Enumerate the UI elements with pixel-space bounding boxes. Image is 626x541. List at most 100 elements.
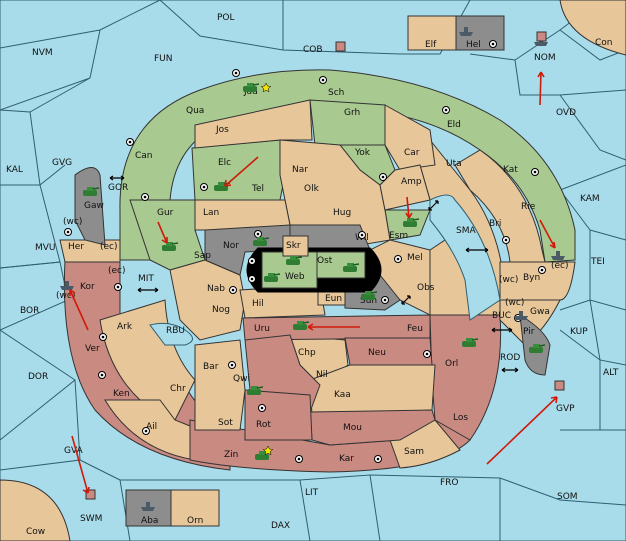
- label-gva: GVA: [64, 446, 84, 456]
- label-kat: Kat: [503, 165, 518, 175]
- region-orl-los: [429, 314, 502, 441]
- sc-byn: [538, 266, 546, 274]
- label-con: Con: [595, 38, 613, 48]
- region-web[interactable]: [261, 251, 318, 289]
- label-orn: Orn: [187, 516, 203, 526]
- label-yok: Yok: [354, 148, 371, 158]
- label-kal: KAL: [6, 165, 23, 175]
- label-tei: TEI: [590, 257, 605, 267]
- tank-icon: [243, 83, 260, 92]
- sc-jad: [232, 69, 240, 77]
- tank-icon: [162, 242, 179, 251]
- coast-gaw-wc: (wc): [63, 217, 82, 227]
- label-can: Can: [135, 151, 153, 161]
- sc-kor: [114, 283, 122, 291]
- region-jos[interactable]: [194, 99, 313, 149]
- label-gur: Gur: [157, 208, 174, 218]
- move-arrow: [539, 219, 556, 249]
- link-arrows: [109, 175, 519, 373]
- label-hug: Hug: [333, 208, 351, 218]
- label-feu: Feu: [407, 324, 423, 334]
- label-kar: Kar: [339, 454, 354, 464]
- double-arrow-icon: [137, 287, 159, 293]
- label-dax: DAX: [271, 521, 290, 531]
- label-obs: Obs: [417, 283, 435, 293]
- coast-kor-wc: (wc): [56, 291, 75, 301]
- label-nor: Nor: [223, 241, 239, 251]
- label-qua: Qua: [186, 106, 204, 116]
- label-sot: Sot: [218, 418, 233, 428]
- region-rbu[interactable]: [149, 322, 193, 346]
- region-kaa[interactable]: [309, 364, 436, 416]
- star-icon: [262, 445, 274, 456]
- label-sma: SMA: [456, 226, 476, 236]
- ship-icon: [459, 27, 473, 36]
- label-chr: Chr: [170, 384, 186, 394]
- label-qwi: Qwi: [233, 374, 250, 384]
- label-uta: Uta: [446, 159, 462, 169]
- label-cow: Cow: [26, 527, 45, 537]
- move-arrow: [307, 323, 360, 331]
- sc-nab: [229, 286, 237, 294]
- label-bar: Bar: [203, 362, 219, 372]
- region-elf[interactable]: [407, 15, 457, 51]
- label-car: Car: [404, 148, 420, 158]
- move-arrow: [71, 435, 90, 494]
- region-bar-sot: [194, 339, 246, 431]
- label-elc: Elc: [218, 158, 231, 168]
- label-som: SOM: [557, 492, 578, 502]
- tank-icon: [286, 256, 303, 265]
- sc-kat: [531, 168, 539, 176]
- double-arrow-icon: [501, 367, 519, 373]
- region-nar-olk-hug-wil: [279, 139, 391, 246]
- region-sma[interactable]: [429, 194, 501, 321]
- sc-web: [248, 275, 256, 283]
- label-ken: Ken: [113, 389, 130, 399]
- label-rot: Rot: [256, 420, 271, 430]
- region-rot[interactable]: [244, 389, 313, 441]
- label-bor: BOR: [20, 306, 39, 316]
- label-lit: LIT: [305, 488, 319, 498]
- label-pir: Pir: [523, 327, 535, 337]
- region-neu[interactable]: [344, 337, 433, 366]
- tank-icon: [462, 338, 479, 347]
- sc-orl: [423, 350, 431, 358]
- sc-zin: [295, 455, 303, 463]
- region-sam[interactable]: [389, 419, 461, 469]
- region-labels: POL NVM FUN COB Elf Hel NOM Con OVD KAL …: [6, 13, 619, 537]
- label-kam: KAM: [580, 194, 600, 204]
- sc-eld: [442, 106, 450, 114]
- label-rbu: RBU: [166, 326, 185, 336]
- label-nil: Nil: [316, 370, 328, 380]
- label-kup: KUP: [570, 327, 588, 337]
- sc-kar: [374, 455, 382, 463]
- label-rod: ROD: [500, 353, 520, 363]
- label-ail: Ail: [146, 422, 157, 432]
- label-dor: DOR: [28, 372, 48, 382]
- units: [60, 27, 565, 511]
- move-arrow: [69, 289, 89, 331]
- move-arrow: [405, 196, 413, 219]
- move-arrow: [224, 156, 259, 187]
- sc-hel: [489, 40, 497, 48]
- label-nab: Nab: [207, 284, 225, 294]
- label-ver: Ver: [85, 344, 100, 354]
- label-web: Web: [285, 272, 305, 282]
- label-grh: Grh: [344, 108, 360, 118]
- label-skr: Skr: [286, 241, 301, 251]
- region-orn[interactable]: [170, 489, 220, 527]
- region-gaw[interactable]: [74, 167, 106, 246]
- label-eld: Eld: [447, 120, 461, 130]
- retreat-marker: [85, 489, 96, 500]
- tank-icon: [253, 237, 270, 246]
- label-nvm: NVM: [32, 48, 53, 58]
- tank-icon: [293, 321, 310, 330]
- ship-icon: [141, 502, 155, 511]
- sc-gur: [141, 193, 149, 201]
- sc-rot: [258, 404, 266, 412]
- label-eun: Eun: [325, 294, 342, 304]
- label-hil: Hil: [252, 299, 264, 309]
- coast-kor-ec: (ec): [108, 266, 126, 276]
